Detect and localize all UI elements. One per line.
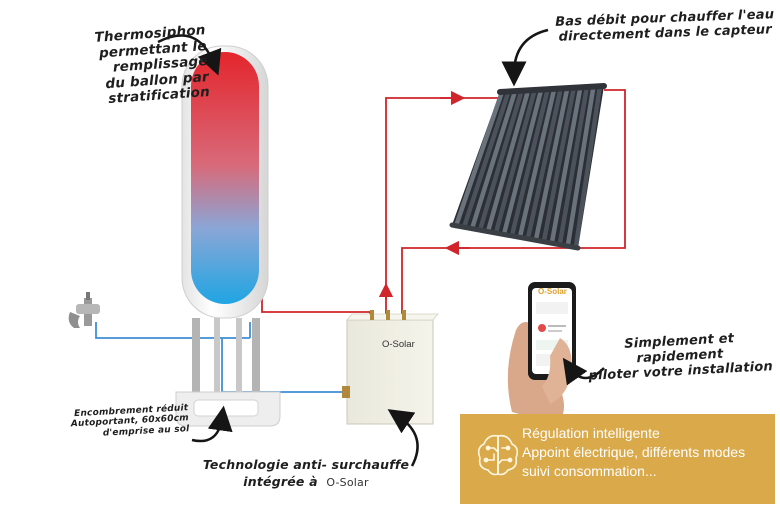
collector-tube (501, 87, 544, 237)
faucet-icon (68, 292, 100, 328)
collector-tube (573, 83, 603, 249)
collector-tube (565, 84, 596, 247)
annotation-arrows (157, 28, 605, 467)
control-box-brand: O-Solar (382, 339, 415, 350)
arrow-bas-debit (501, 28, 549, 87)
phone-app-logo: O-Solar (538, 287, 567, 296)
hot-pipe-tank (255, 87, 371, 322)
collector-tube (461, 89, 511, 230)
brain-circuit-icon (477, 434, 519, 476)
brand-inline-logo: O-Solar (326, 476, 369, 490)
collector-tube (485, 88, 531, 234)
annotation-line: intégrée à (243, 474, 318, 490)
collector-tube (541, 85, 577, 243)
collector-tube (533, 85, 570, 242)
collector-tube (493, 87, 537, 235)
info-line: suivi consommation... (522, 463, 657, 479)
arrow-technologie (387, 409, 419, 467)
smartphone-app (507, 282, 576, 424)
cold-pipe-inlet (95, 322, 250, 339)
arrow-thermosiphon (157, 34, 222, 76)
annotation-technologie: Technologie anti- surchauffe intégrée à … (196, 457, 416, 490)
collector-tube (557, 84, 590, 246)
collector-tube (517, 86, 557, 239)
info-line: Régulation intelligente (522, 425, 660, 441)
collector-tube (525, 86, 564, 241)
collector-tube (469, 88, 518, 231)
collector-tube (453, 89, 505, 229)
info-text: Régulation intelligente Appoint électriq… (522, 424, 745, 481)
annotation-thermosiphon: Thermosiphon permettant le remplissage d… (6, 22, 211, 114)
hot-pipe-return (401, 89, 626, 320)
annotation-line: Technologie anti- surchauffe (202, 457, 410, 472)
collector-tube (549, 84, 583, 245)
annotation-line-2: intégrée à O-Solar (196, 475, 416, 490)
solar-collector (449, 83, 607, 251)
collector-tube (509, 86, 550, 238)
hot-pipe-to-collector (385, 97, 505, 320)
control-box (342, 310, 439, 425)
water-heater-tank (175, 45, 281, 427)
feature-info-box: Régulation intelligente Appoint électriq… (460, 414, 775, 504)
arrow-encombrement (191, 405, 233, 443)
arrow-pilotage (562, 357, 605, 386)
info-line: Appoint électrique, différents modes (522, 444, 746, 460)
collector-tube (477, 88, 524, 233)
tank-temperature-gradient (191, 52, 259, 304)
